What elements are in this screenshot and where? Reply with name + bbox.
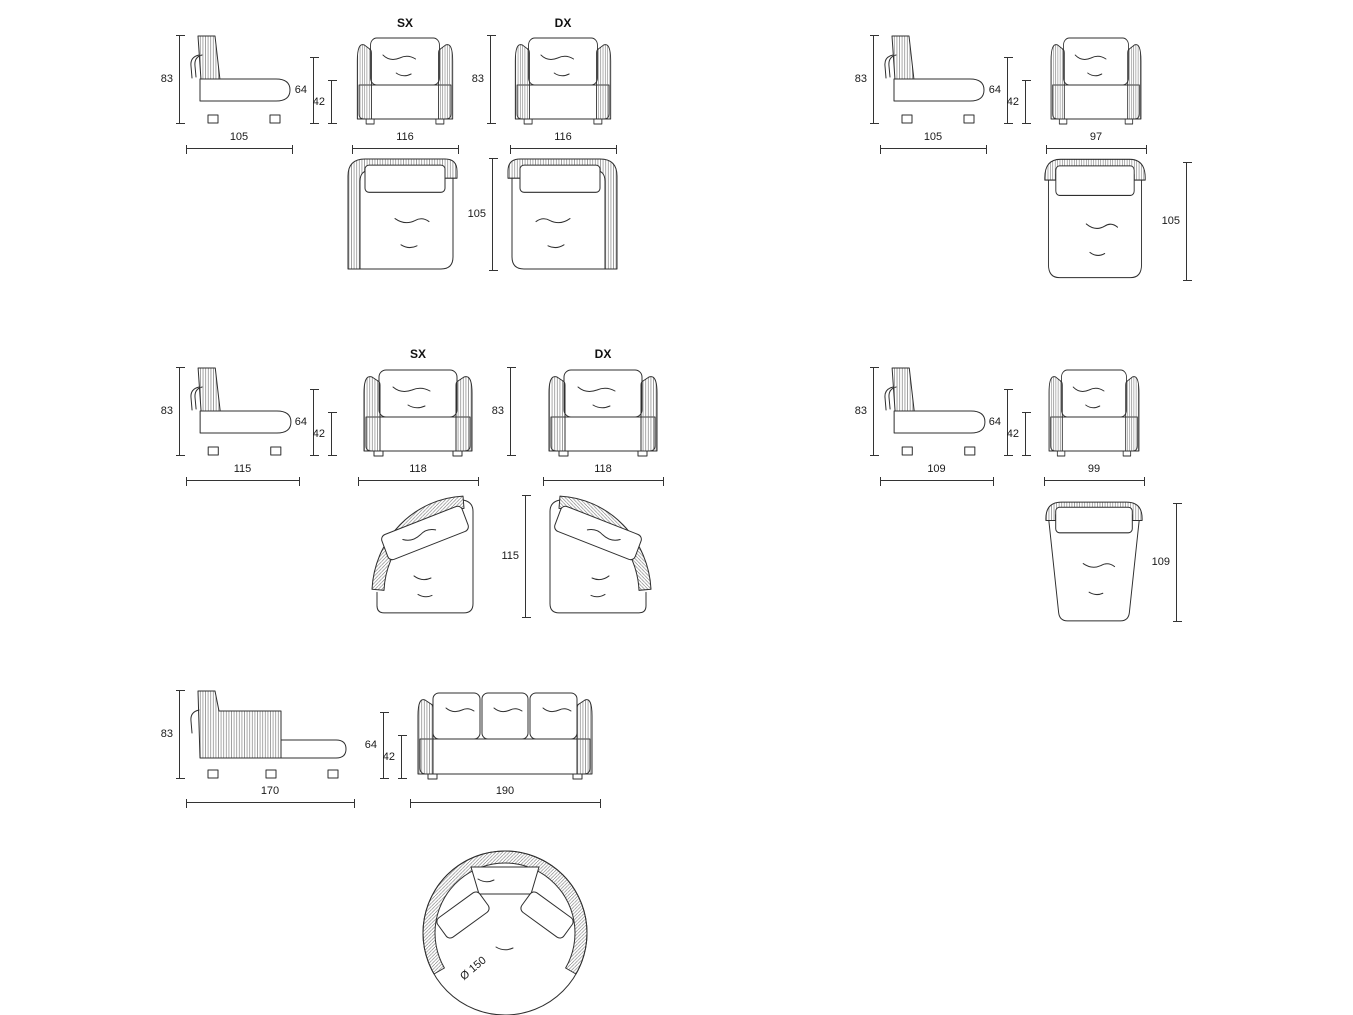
g1-side-width-dim-line [185, 144, 293, 154]
g5-seat-height-dim-line [397, 734, 407, 779]
g4-depth-dim-line [1172, 502, 1182, 622]
g1-depth-dim-line [488, 157, 498, 271]
g3-depth-dim-line [521, 494, 531, 618]
g4-side-width-dim-line [879, 476, 994, 486]
g3-back-height-dim-label: 64 [294, 416, 307, 428]
g3-front-width-sx-dim-label: 118 [409, 463, 427, 475]
g5-front-view-figure [417, 692, 593, 780]
g5-back-height-dim-line [379, 711, 389, 779]
g1-front-width-dx-dim-label: 116 [554, 131, 572, 143]
g4-height-dim-line [869, 366, 879, 456]
g1-front-height-dim-line [486, 34, 496, 124]
g1-sx-label: SX [396, 16, 413, 30]
g2-side-view-figure [884, 35, 985, 124]
g4-seat-height-dim-line [1021, 411, 1031, 456]
g1-front-width-sx-dim-line [351, 144, 459, 154]
g1-back-height-dim-label: 64 [294, 84, 307, 96]
g1-front-view-sx-figure [356, 37, 454, 125]
g2-seat-height-dim-line [1021, 79, 1031, 124]
g5-seat-height-dim-label: 42 [382, 751, 395, 763]
g4-front-view-figure [1048, 369, 1140, 457]
g3-side-width-dim-label: 115 [233, 463, 252, 475]
g1-front-width-sx-dim-label: 116 [396, 131, 414, 143]
g3-back-height-dim-line [309, 388, 319, 456]
g5-top-view-figure: Ø 150 [422, 850, 588, 1015]
g3-height-dim-label: 83 [160, 405, 173, 417]
g4-side-width-dim-label: 109 [927, 463, 946, 475]
g1-depth-dim-label: 105 [467, 208, 486, 220]
g4-seat-height-dim-label: 42 [1006, 428, 1019, 440]
g2-front-view-figure [1050, 37, 1142, 125]
g3-front-width-dx-dim-line [542, 476, 664, 486]
g1-seat-height-dim-line [327, 79, 337, 124]
g3-depth-dim-label: 115 [501, 550, 519, 562]
g5-side-width-dim-label: 170 [260, 785, 280, 797]
g2-side-width-dim-label: 105 [923, 131, 943, 143]
g1-side-width-dim-label: 105 [229, 131, 249, 143]
g5-side-width-dim-line [185, 798, 355, 808]
g2-depth-dim-label: 105 [1161, 215, 1180, 227]
g2-height-dim-label: 83 [854, 73, 867, 85]
g4-height-dim-label: 83 [854, 405, 867, 417]
g1-front-width-dx-dim-line [509, 144, 617, 154]
g2-back-height-dim-label: 64 [988, 84, 1001, 96]
g5-front-width-dim-label: 190 [495, 785, 515, 797]
g1-back-height-dim-line [309, 56, 319, 124]
g2-back-height-dim-line [1003, 56, 1013, 124]
g5-front-width-dim-line [409, 798, 601, 808]
g1-top-view-dx-figure [507, 158, 618, 270]
g3-side-view-figure [190, 367, 292, 456]
g3-top-view-sx-figure [371, 495, 474, 614]
g2-front-width-dim-label: 97 [1089, 131, 1103, 143]
g4-front-width-dim-label: 99 [1087, 463, 1101, 475]
g3-front-width-sx-dim-line [357, 476, 479, 486]
g3-sx-label: SX [409, 347, 426, 361]
g2-depth-dim-line [1182, 161, 1192, 281]
g5-side-view-figure [190, 690, 347, 779]
g4-top-view-figure [1045, 501, 1143, 622]
g1-height-dim-line [175, 34, 185, 124]
g1-side-view-figure [190, 35, 291, 124]
g2-seat-height-dim-label: 42 [1006, 96, 1019, 108]
g3-front-height-dim-label: 83 [491, 405, 504, 417]
g1-front-view-dx-figure [514, 37, 612, 125]
g4-back-height-dim-line [1003, 388, 1013, 456]
g3-height-dim-line [175, 366, 185, 456]
g3-seat-height-dim-line [327, 411, 337, 456]
g4-front-width-dim-line [1043, 476, 1145, 486]
g3-front-view-dx-figure [548, 369, 658, 457]
g2-top-view-figure [1044, 158, 1146, 279]
g3-top-view-dx-figure [549, 495, 652, 614]
g5-height-dim-line [175, 689, 185, 779]
g1-top-view-sx-figure [347, 158, 458, 270]
g1-dx-label: DX [554, 16, 572, 30]
g5-back-height-dim-label: 64 [364, 739, 377, 751]
g2-height-dim-line [869, 34, 879, 124]
g4-depth-dim-label: 109 [1151, 556, 1170, 568]
g2-front-width-dim-line [1045, 144, 1147, 154]
g4-back-height-dim-label: 64 [988, 416, 1001, 428]
g3-dx-label: DX [594, 347, 612, 361]
g2-side-width-dim-line [879, 144, 987, 154]
g3-side-width-dim-line [185, 476, 300, 486]
g4-side-view-figure [884, 367, 986, 456]
g1-seat-height-dim-label: 42 [312, 96, 325, 108]
g1-front-height-dim-label: 83 [471, 73, 484, 85]
g3-front-width-dx-dim-label: 118 [594, 463, 612, 475]
g5-height-dim-label: 83 [160, 728, 173, 740]
g1-height-dim-label: 83 [160, 73, 173, 85]
g3-seat-height-dim-label: 42 [312, 428, 325, 440]
g3-front-height-dim-line [506, 366, 516, 456]
g3-front-view-sx-figure [363, 369, 473, 457]
